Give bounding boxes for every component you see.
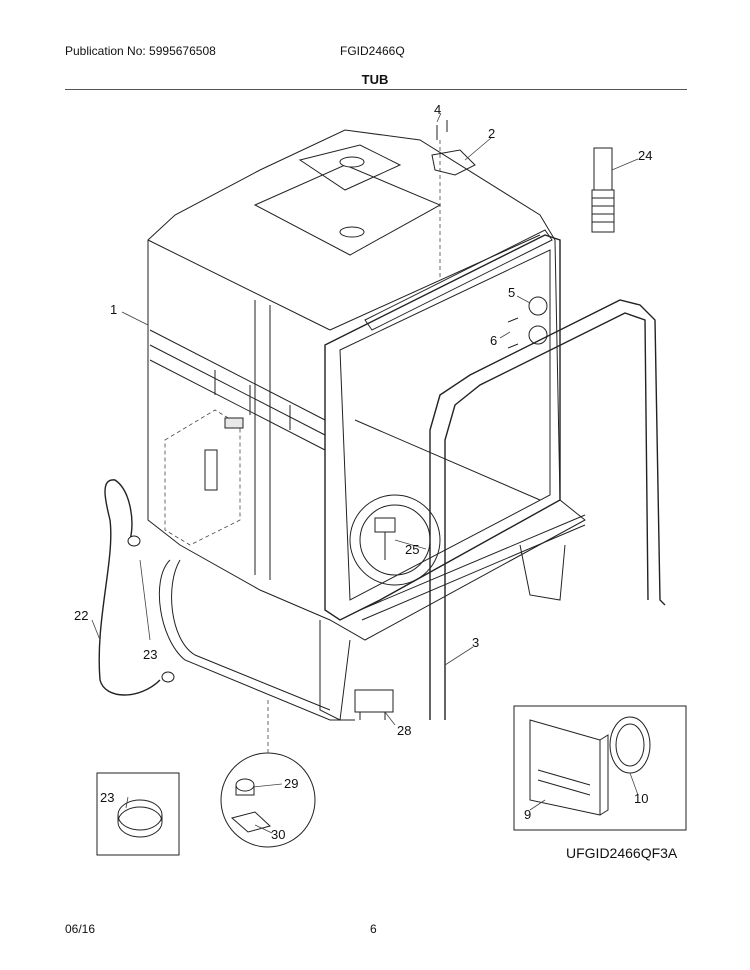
- callout-10: 10: [634, 791, 649, 806]
- inset-control-detail: [513, 705, 687, 831]
- callout-1: 1: [110, 302, 118, 317]
- part-28-switch: [354, 689, 394, 720]
- page-number: 6: [370, 922, 377, 936]
- part-3-door-gasket: [429, 299, 666, 720]
- callout-30: 30: [271, 827, 286, 842]
- part-24-fill-hose: [591, 147, 615, 233]
- part-2-bracket: [431, 149, 476, 176]
- model-number: FGID2466Q: [340, 44, 405, 58]
- callout-23: 23: [143, 647, 158, 662]
- part-4-screws: [436, 120, 448, 280]
- leader-lines: [91, 112, 639, 834]
- diagram-code: UFGID2466QF3A: [566, 845, 678, 861]
- callout-28: 28: [397, 723, 412, 738]
- header-divider: [65, 89, 687, 90]
- part-22-drain-hose: [98, 479, 161, 696]
- inset-clamp-detail: [96, 772, 180, 856]
- publication-number: Publication No: 5995676508: [65, 44, 216, 58]
- part-23-clamp: [127, 535, 175, 683]
- tub-body: [147, 129, 586, 721]
- callout-2: 2: [488, 126, 496, 141]
- callout-3: 3: [472, 635, 480, 650]
- callout-24: 24: [638, 148, 653, 163]
- inset-circle-detail: [220, 700, 316, 848]
- callout-6: 6: [490, 333, 498, 348]
- callout-5: 5: [508, 285, 516, 300]
- callout-29: 29: [284, 776, 299, 791]
- callout-9: 9: [524, 807, 532, 822]
- callout-4: 4: [434, 102, 442, 117]
- footer-date: 06/16: [65, 922, 96, 936]
- callout-25: 25: [405, 542, 420, 557]
- callout-22: 22: [74, 608, 89, 623]
- callout-23-inset: 23: [100, 790, 115, 805]
- page-title: TUB: [361, 72, 389, 87]
